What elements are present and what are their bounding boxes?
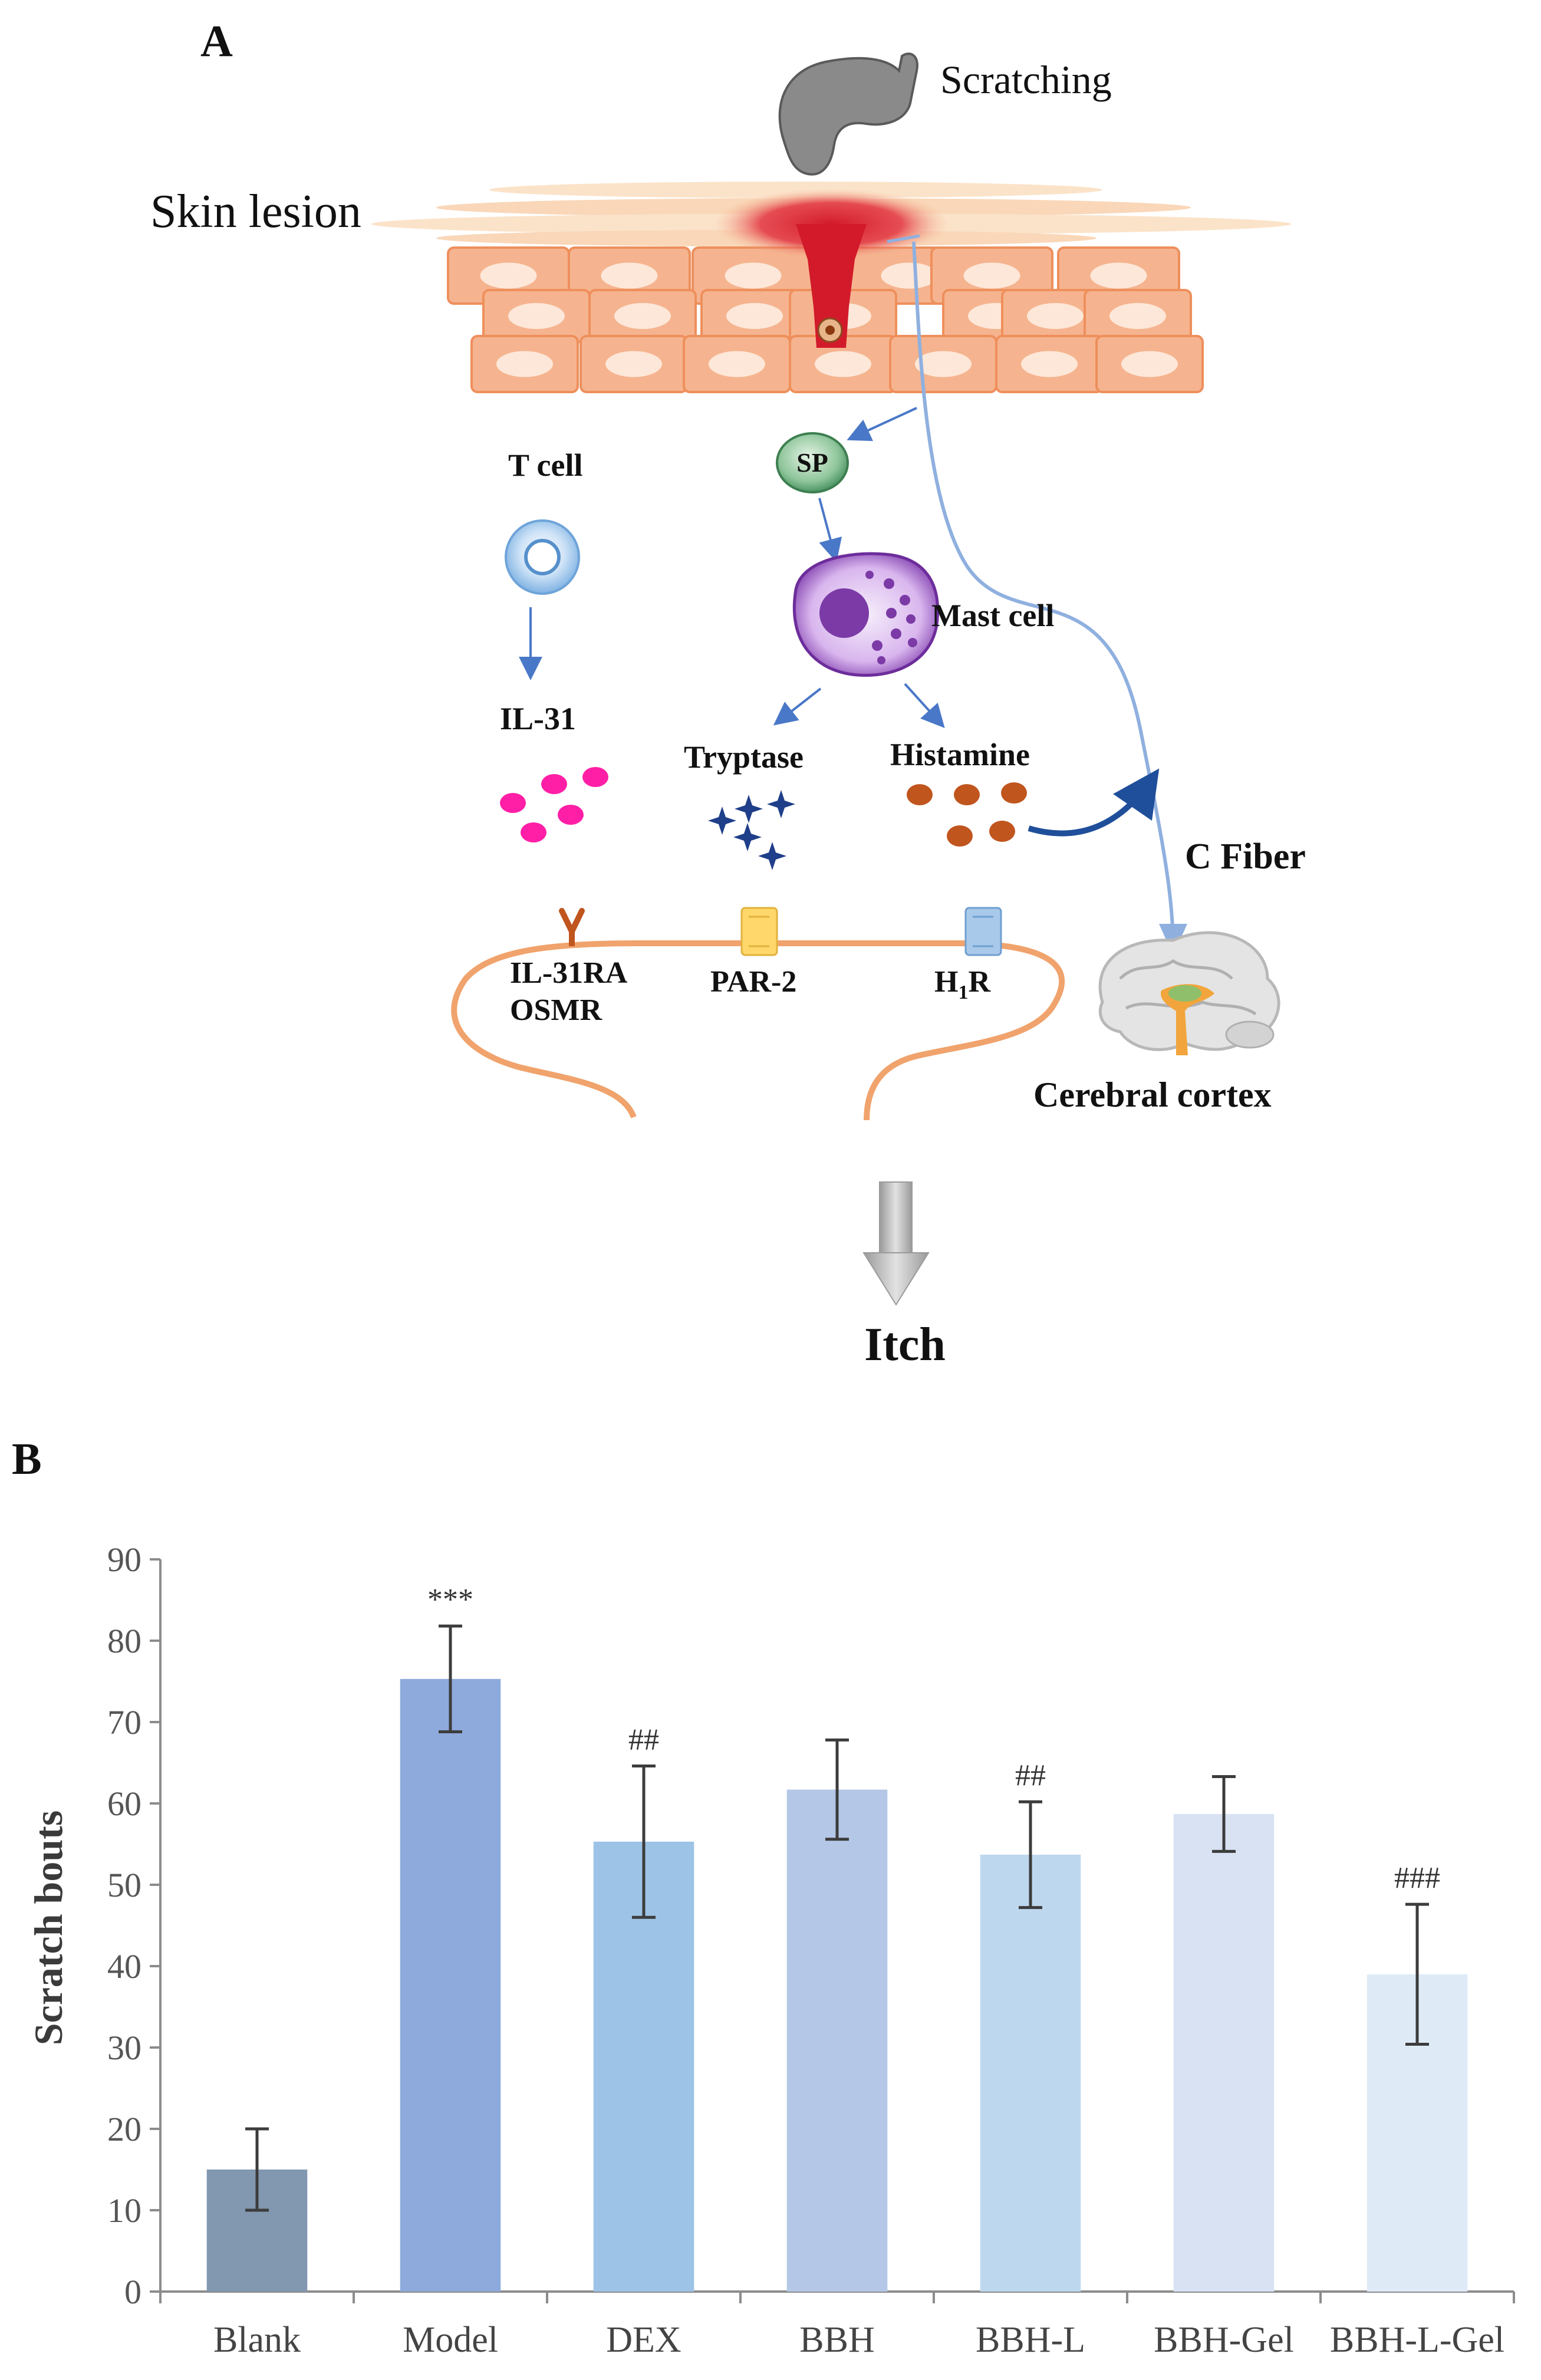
skin-cell-nucleus	[480, 262, 537, 289]
il31-dots	[500, 767, 608, 842]
panel-b-label: B	[12, 1434, 42, 1484]
x-tick-label: BBH	[799, 2320, 874, 2360]
x-tick-label: BBH-Gel	[1154, 2320, 1294, 2360]
skin-cell-nucleus	[1021, 351, 1078, 377]
tryptase-label: Tryptase	[684, 739, 804, 775]
sp-icon: SP	[776, 432, 849, 493]
mast-cell-icon	[792, 552, 940, 677]
bar	[980, 1854, 1081, 2292]
c-fiber-line	[912, 241, 1187, 956]
par2-label: PAR-2	[710, 965, 796, 999]
skin-cell-nucleus	[496, 351, 553, 377]
arrow-sp-mast	[818, 498, 842, 562]
histamine-dots	[907, 782, 1027, 847]
y-tick-label: 0	[124, 2273, 141, 2311]
histamine-label: Histamine	[890, 737, 1030, 772]
x-tick-label: BBH-L-Gel	[1330, 2320, 1504, 2360]
skin-cell-nucleus	[1121, 351, 1178, 377]
panel-b: B Scratch bouts 0 10 20 30 40 50 60 70 80 90Blank…	[12, 1434, 1515, 2360]
y-tick-label: 30	[107, 2029, 141, 2067]
bar	[400, 1678, 501, 2292]
skin-cell-nucleus	[614, 303, 671, 329]
sp-label: SP	[796, 447, 828, 478]
mast-cell-label: Mast cell	[931, 598, 1054, 633]
skin-cell-nucleus	[508, 303, 565, 329]
significance-label: ***	[427, 1583, 473, 1617]
y-tick-label: 50	[107, 1866, 141, 1904]
skin-cell-nucleus	[1109, 303, 1166, 329]
il31-label: IL-31	[500, 701, 576, 736]
y-tick-label: 20	[107, 2110, 141, 2148]
significance-label: ##	[1015, 1759, 1046, 1792]
x-tick-label: BBH-L	[976, 2320, 1085, 2360]
x-tick-label: Model	[403, 2320, 498, 2360]
skin-cell-nucleus	[881, 262, 938, 289]
significance-label: ###	[1394, 1861, 1440, 1895]
il31ra-osmr-receptor-icon	[559, 908, 585, 946]
y-tick-label: 60	[107, 1785, 141, 1823]
scratching-label: Scratching	[940, 57, 1112, 102]
skin-cell-nucleus	[915, 351, 972, 377]
y-tick-label: 40	[107, 1947, 141, 1986]
c-fiber-label: C Fiber	[1185, 837, 1306, 877]
arrow-histamine-fiber	[1028, 768, 1160, 837]
x-tick-label: DEX	[606, 2320, 681, 2360]
skin-cell-nucleus	[963, 262, 1020, 289]
skin-cell-nucleus	[1090, 262, 1147, 289]
significance-label: ##	[628, 1723, 659, 1757]
bar	[786, 1789, 888, 2292]
panel-a-label: A	[200, 17, 233, 66]
cerebral-cortex-label: Cerebral cortex	[1033, 1075, 1272, 1114]
skin-cell-nucleus	[709, 351, 765, 377]
skin-cells	[447, 246, 1204, 393]
arrow-mast-tryptase	[773, 687, 822, 726]
par2-receptor-icon	[740, 907, 778, 956]
tryptase-stars	[708, 790, 795, 870]
panel-a: A Scratching Skin lesion T cell	[150, 17, 1306, 1371]
skin-cell-nucleus	[725, 262, 782, 289]
x-tick-label: Blank	[213, 2320, 301, 2360]
arrow-skin-sp	[847, 407, 917, 442]
y-tick-label: 80	[107, 1622, 141, 1660]
y-tick-label: 70	[107, 1703, 141, 1742]
h1r-receptor-icon	[964, 907, 1002, 956]
arrow-mast-histamine	[904, 683, 945, 728]
skin-cell-nucleus	[1027, 303, 1084, 329]
skin-cell-nucleus	[726, 303, 783, 329]
y-axis-title: Scratch bouts	[26, 1810, 71, 2046]
bar	[1173, 1813, 1275, 2292]
y-tick-label: 90	[107, 1540, 141, 1579]
skin-cell-nucleus	[605, 351, 662, 377]
t-cell-icon	[505, 519, 580, 595]
h1r-label: H1R	[934, 965, 991, 1003]
neuron-membrane	[451, 940, 1065, 1121]
brain-icon	[1098, 931, 1280, 1055]
osmr-label: OSMR	[510, 993, 602, 1027]
il31ra-label: IL-31RA	[510, 956, 628, 990]
itch-label: Itch	[864, 1319, 946, 1371]
skin-cell-nucleus	[815, 351, 871, 377]
skin-cell-nucleus	[601, 262, 658, 289]
scratching-hand-icon	[778, 52, 918, 176]
itch-arrow-icon	[862, 1181, 930, 1306]
t-cell-label: T cell	[508, 447, 582, 483]
skin-lesion-label: Skin lesion	[150, 186, 361, 238]
y-tick-label: 10	[107, 2191, 141, 2230]
